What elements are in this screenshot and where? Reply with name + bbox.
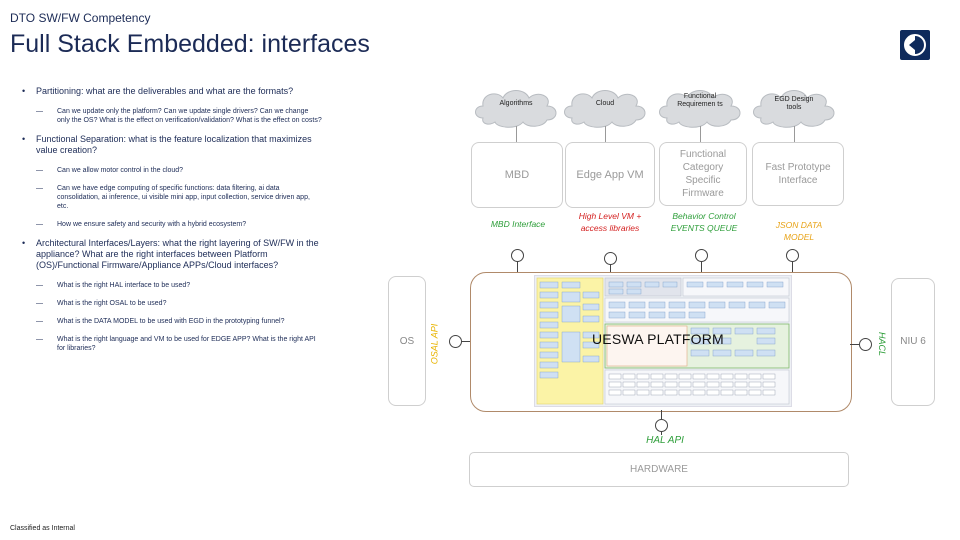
box-label: NIU 6: [900, 336, 926, 347]
cloud-label: EGD Design tools: [774, 96, 814, 111]
cloud-cloud: Cloud: [560, 84, 650, 129]
connector-line: [605, 126, 606, 142]
cloud-shape-icon: [659, 90, 741, 128]
connector-line: [661, 431, 662, 435]
connector-line: [517, 261, 518, 272]
sub-bullet: Can we have edge computing of specific f…: [22, 184, 322, 211]
box-mbd: MBD: [471, 142, 563, 208]
electrolux-logo-icon: [900, 30, 930, 60]
hacl-label-wrap: HACL: [872, 331, 892, 357]
cloud-egd-design-tools: EGD Design tools: [749, 84, 839, 129]
box-label: Fast Prototype Interface: [765, 162, 831, 186]
sub-bullet: How we ensure safety and security with a…: [22, 220, 322, 229]
sub-bullet: Can we update only the platform? Can we …: [22, 107, 322, 125]
sub-bullet: What is the DATA MODEL to be used with E…: [22, 317, 322, 326]
connector-line: [701, 261, 702, 272]
box-os: OS: [388, 276, 426, 406]
slide-title: Full Stack Embedded: interfaces: [10, 30, 370, 58]
box-label: Functional Category Specific Firmware: [679, 149, 727, 199]
connector-line: [610, 264, 611, 272]
sub-bullet: What is the right OSAL to be used?: [22, 299, 322, 308]
connector-line: [461, 341, 470, 342]
cloud-functional-requirements: Functional Requiremen ts: [655, 84, 745, 129]
label-osal-api: OSAL API: [429, 323, 439, 365]
platform-architecture-thumbnail: [534, 275, 792, 407]
architecture-map-icon: [535, 276, 791, 406]
label-json-data-model: JSON DATA MODEL: [775, 220, 823, 242]
label-behavior-control: Behavior Control EVENTS QUEUE: [670, 211, 738, 233]
label-hal-api: HAL API: [646, 435, 684, 446]
box-label: OS: [399, 335, 415, 347]
sub-bullet: What is the right language and VM to be …: [22, 335, 322, 353]
box-functional-firmware: Functional Category Specific Firmware: [659, 142, 747, 206]
cloud-shape-icon: [475, 90, 557, 128]
cloud-shape-icon: [753, 90, 835, 128]
classification-label: Classified as Internal: [10, 525, 75, 532]
interface-port-icon: [859, 338, 872, 351]
cloud-algorithms: Algorithms: [471, 84, 561, 129]
sub-bullet: What is the right HAL interface to be us…: [22, 281, 322, 290]
cloud-label: Functional Requiremen ts: [677, 93, 723, 108]
box-edge-app-vm: Edge App VM: [565, 142, 655, 208]
osal-api-label-wrap: OSAL API: [424, 324, 444, 365]
connector-line: [792, 261, 793, 272]
bullet-architectural-interfaces: Architectural Interfaces/Layers: what th…: [22, 238, 322, 271]
label-high-level-vm: High Level VM + access libraries: [578, 211, 642, 233]
connector-line: [700, 126, 701, 142]
sub-bullet: Can we allow motor control in the cloud?: [22, 166, 322, 175]
box-hardware: HARDWARE: [469, 452, 849, 487]
bullet-functional-separation: Functional Separation: what is the featu…: [22, 134, 322, 156]
connector-line: [661, 410, 662, 419]
connector-line: [516, 126, 517, 142]
bullet-list: Partitioning: what are the deliverables …: [22, 86, 322, 362]
cloud-label: Algorithms: [499, 100, 533, 107]
label-mbd-interface: MBD Interface: [490, 219, 546, 229]
connector-line: [850, 344, 859, 345]
label-hacl: HACL: [877, 331, 888, 357]
cloud-shape-icon: [564, 90, 646, 128]
connector-line: [794, 126, 795, 142]
platform-label: UESWA PLATFORM: [592, 331, 724, 347]
bullet-partitioning: Partitioning: what are the deliverables …: [22, 86, 322, 97]
pretitle: DTO SW/FW Competency: [10, 11, 151, 25]
box-fast-prototype: Fast Prototype Interface: [752, 142, 844, 206]
box-niu: NIU 6: [891, 278, 935, 406]
box-label: HARDWARE: [630, 464, 688, 475]
box-label: MBD: [504, 169, 530, 181]
cloud-label: Cloud: [595, 100, 615, 107]
box-label: Edge App VM: [576, 169, 644, 181]
